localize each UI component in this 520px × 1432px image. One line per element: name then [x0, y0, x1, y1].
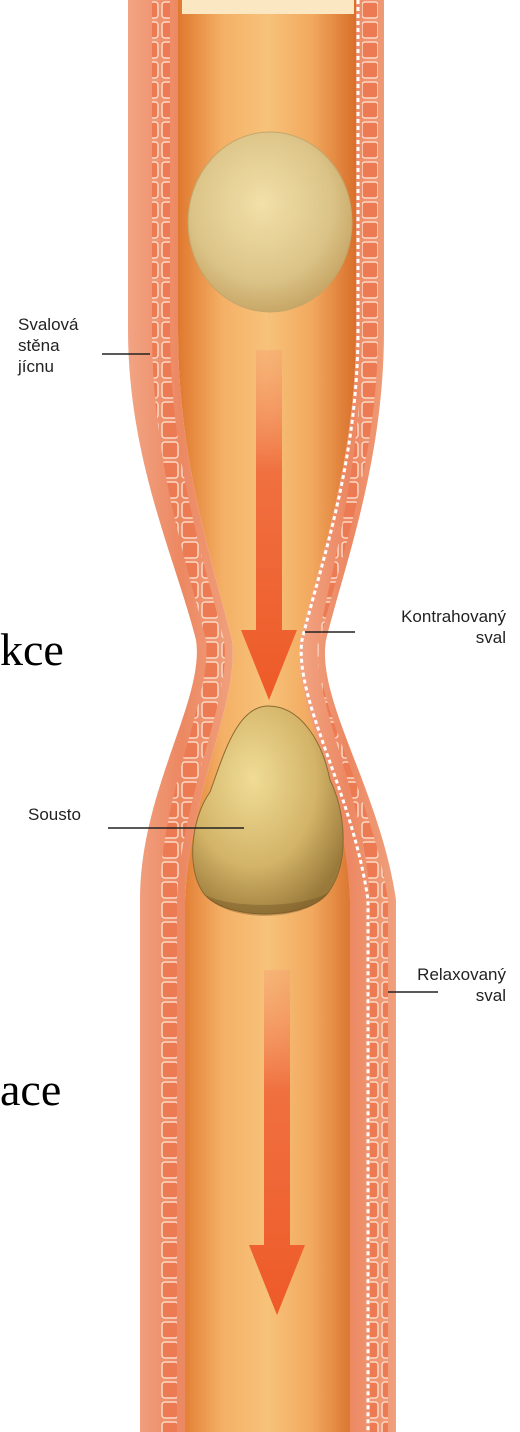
- label-bolus: Sousto: [28, 804, 81, 825]
- label-contracted-muscle: Kontrahovaný sval: [401, 606, 506, 648]
- lumen-opening: [182, 0, 354, 14]
- label-relaxed-line1: Relaxovaný: [417, 964, 506, 985]
- upper-bolus: [188, 132, 352, 312]
- label-relaxed-muscle: Relaxovaný sval: [417, 964, 506, 1006]
- label-muscle-wall-line3: jícnu: [18, 356, 78, 377]
- label-contracted-line1: Kontrahovaný: [401, 606, 506, 627]
- label-relaxed-line2: sval: [417, 985, 506, 1006]
- label-contracted-line2: sval: [401, 627, 506, 648]
- label-muscle-wall-line2: stěna: [18, 335, 78, 356]
- label-muscle-wall-line1: Svalová: [18, 314, 78, 335]
- label-muscle-wall: Svalová stěna jícnu: [18, 314, 78, 377]
